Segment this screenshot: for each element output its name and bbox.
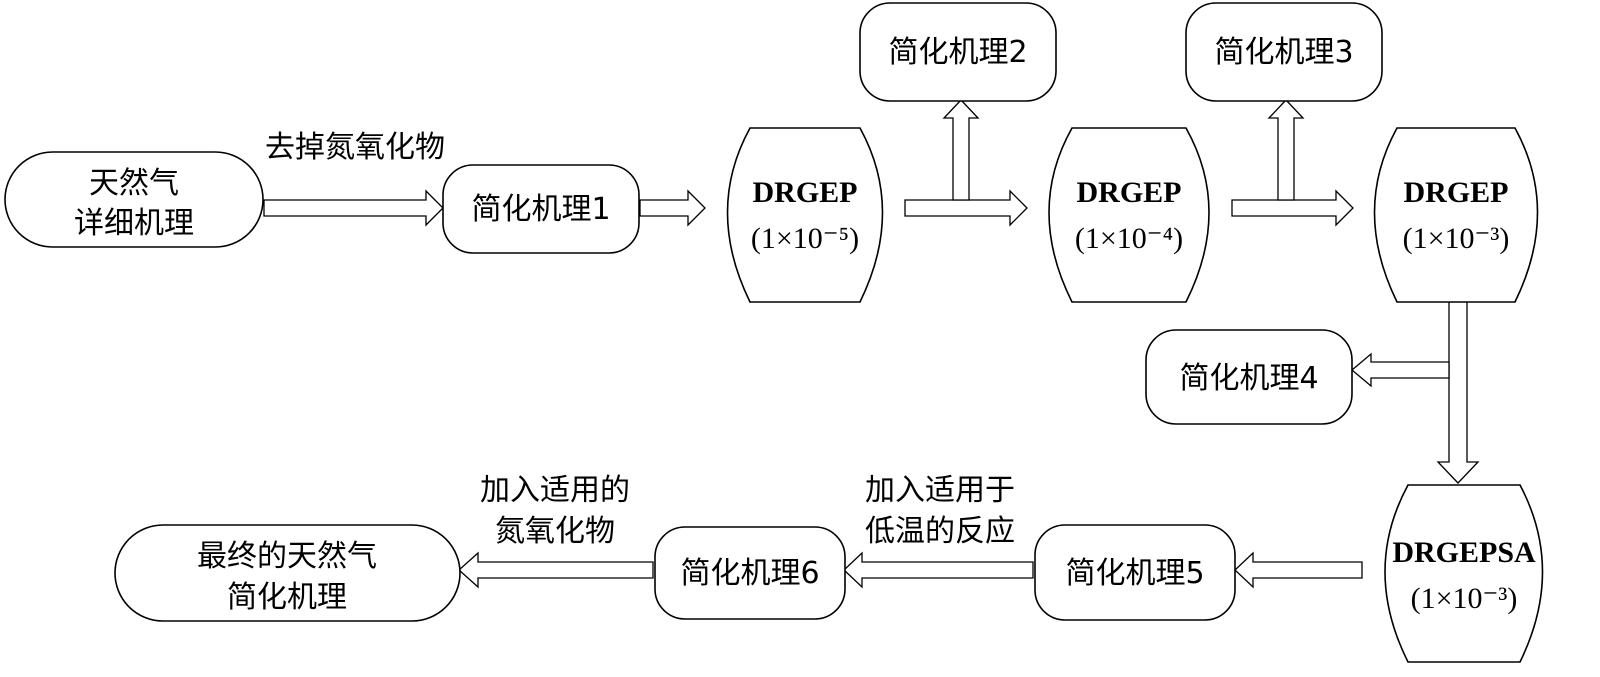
arrow-to-s4 xyxy=(1350,352,1450,388)
drgep-2-title: DRGEP xyxy=(1077,176,1182,209)
edge-label-remove-nox: 去掉氮氧化物 xyxy=(265,130,445,165)
node-simplified-5: 简化机理5 xyxy=(1034,524,1236,621)
drgep-3-param: (1×10⁻³) xyxy=(1403,222,1510,255)
final-line1: 最终的天然气 xyxy=(197,539,377,574)
edge-label-add-nox-line2: 氮氧化物 xyxy=(495,514,615,549)
detailed-line1: 天然气 xyxy=(89,166,179,201)
simplified-6-label: 简化机理6 xyxy=(680,556,819,591)
arrow-up-to-s3 xyxy=(1267,99,1305,201)
node-drgep-3: DRGEP (1×10⁻³) xyxy=(1373,127,1539,303)
edge-label-add-lowtemp-line2: 低温的反应 xyxy=(865,514,1015,549)
node-final-mechanism: 最终的天然气 简化机理 xyxy=(114,524,461,622)
arrow-detailed-to-s1 xyxy=(263,189,444,227)
drgepsa-param: (1×10⁻³) xyxy=(1411,582,1518,615)
arrow-drgep2-to-drgep3 xyxy=(1231,189,1354,227)
node-simplified-1: 简化机理1 xyxy=(442,164,640,254)
arrow-up-to-s2 xyxy=(942,99,980,201)
drgep-1-param: (1×10⁻⁵) xyxy=(751,222,859,255)
arrow-drgep1-to-drgep2 xyxy=(904,189,1028,227)
edge-label-add-nox-line1: 加入适用的 xyxy=(480,473,630,508)
drgep-1-title: DRGEP xyxy=(753,176,858,209)
final-line2: 简化机理 xyxy=(227,580,347,615)
node-drgep-2: DRGEP (1×10⁻⁴) xyxy=(1048,127,1210,303)
simplified-3-label: 简化机理3 xyxy=(1214,35,1353,70)
node-simplified-4: 简化机理4 xyxy=(1145,329,1353,425)
node-detailed-mechanism: 天然气 详细机理 xyxy=(4,151,264,248)
node-simplified-2: 简化机理2 xyxy=(859,2,1057,102)
simplified-2-label: 简化机理2 xyxy=(888,35,1027,70)
edge-label-add-lowtemp-line1: 加入适用于 xyxy=(865,473,1015,508)
simplified-1-label: 简化机理1 xyxy=(471,192,610,227)
detailed-line2: 详细机理 xyxy=(74,206,194,241)
node-simplified-6: 简化机理6 xyxy=(654,526,846,620)
drgep-2-param: (1×10⁻⁴) xyxy=(1075,222,1183,255)
arrow-s5-to-s6 xyxy=(843,551,1034,589)
node-simplified-3: 简化机理3 xyxy=(1185,2,1383,102)
simplified-4-label: 简化机理4 xyxy=(1179,361,1318,396)
drgepsa-title: DRGEPSA xyxy=(1392,536,1536,569)
arrow-drgep3-to-drgepsa xyxy=(1436,299,1480,484)
simplified-5-label: 简化机理5 xyxy=(1065,556,1204,591)
node-drgepsa: DRGEPSA (1×10⁻³) xyxy=(1384,484,1544,663)
drgep-3-title: DRGEP xyxy=(1404,176,1509,209)
arrow-s6-to-final xyxy=(458,551,654,589)
node-drgep-1: DRGEP (1×10⁻⁵) xyxy=(726,127,884,303)
arrow-drgepsa-to-s5 xyxy=(1234,551,1363,589)
arrow-s1-to-drgep1 xyxy=(639,189,706,227)
